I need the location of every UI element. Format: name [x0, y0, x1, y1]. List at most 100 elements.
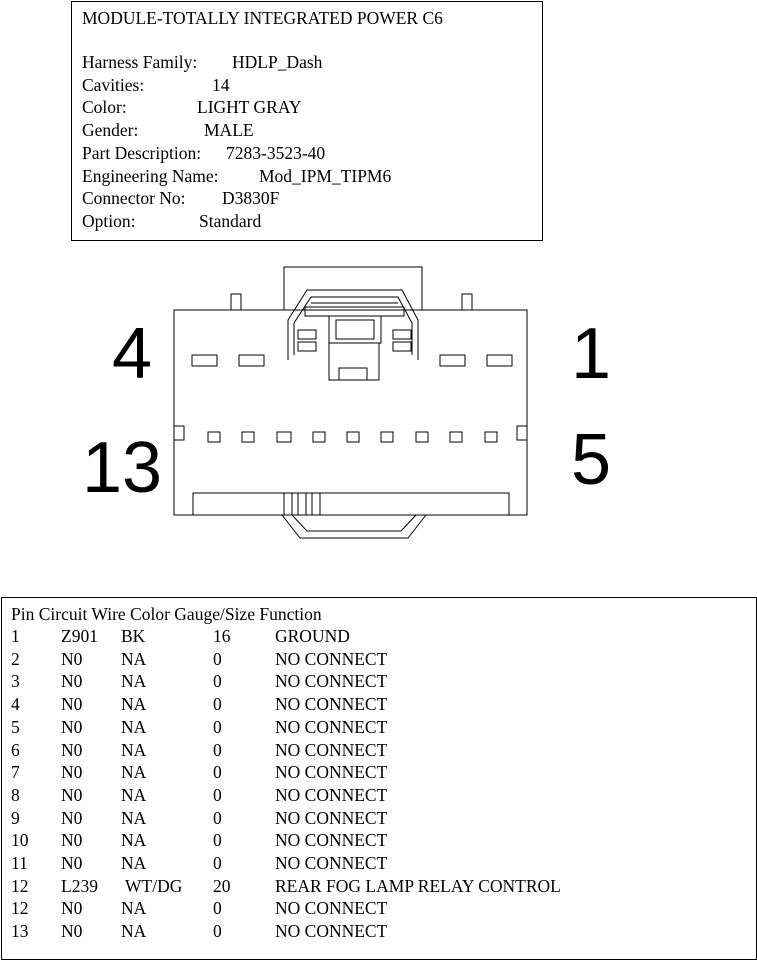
pin-gauge: 0 — [213, 830, 222, 851]
pin-gauge: 0 — [213, 648, 222, 669]
pin-wire-color: NA — [121, 898, 147, 919]
pin-wire-color: NA — [121, 671, 147, 692]
pin-number: 2 — [11, 648, 20, 669]
pin-function: NO CONNECT — [275, 739, 388, 760]
pin-cavity — [276, 431, 292, 443]
header-function: Function — [259, 604, 322, 624]
pin-number: 9 — [11, 807, 20, 828]
pin-function: NO CONNECT — [275, 694, 388, 715]
pin-function: REAR FOG LAMP RELAY CONTROL — [275, 875, 561, 896]
pin-label-top-left: 4 — [112, 314, 152, 394]
latch-side-left — [297, 329, 317, 340]
connector-field-label: Engineering Name: — [82, 165, 219, 186]
pin-circuit: N0 — [61, 739, 83, 760]
pin-wire-color: WT/DG — [125, 875, 183, 896]
connector-field-row: Gender: MALE — [82, 120, 254, 141]
pin-number: 3 — [11, 671, 20, 692]
top-tab-left — [230, 293, 242, 311]
connector-field-row: Cavities:14 — [82, 75, 230, 96]
connector-field-value: D3830F — [222, 188, 280, 209]
pin-table: Pin Circuit Wire Color Gauge/Size Functi… — [1, 597, 757, 960]
latch-side-right — [392, 329, 412, 340]
header-circuit: Circuit — [38, 604, 88, 624]
pin-function: NO CONNECT — [275, 671, 388, 692]
pin-gauge: 0 — [213, 853, 222, 873]
bottom-rib — [311, 492, 321, 516]
pin-function: NO CONNECT — [275, 716, 388, 737]
pin-circuit: N0 — [61, 671, 83, 692]
pin-number: 10 — [11, 830, 29, 851]
pin-gauge: 0 — [213, 716, 222, 737]
pin-label-top-right: 1 — [571, 314, 611, 394]
bottom-keel-inner — [291, 514, 417, 532]
pin-circuit: N0 — [61, 807, 83, 828]
pin-gauge: 0 — [213, 694, 222, 715]
pin-function: NO CONNECT — [275, 784, 388, 805]
top-tab-right — [461, 293, 473, 311]
pin-cavity — [346, 431, 360, 443]
pin-number: 12 — [11, 898, 29, 919]
latch-tower — [283, 266, 423, 310]
pin-slot — [486, 354, 513, 367]
connector-field-value: LIGHT GRAY — [197, 97, 302, 118]
pin-gauge: 0 — [213, 739, 222, 760]
pin-slot — [191, 354, 218, 367]
pin-slot — [238, 354, 265, 367]
connector-field-value: 14 — [212, 74, 230, 95]
pin-number: 13 — [11, 921, 29, 942]
latch-bar — [304, 306, 405, 317]
connector-field-row: Harness Family:HDLP_Dash — [82, 52, 322, 73]
connector-face-diagram: 4 1 13 5 — [82, 266, 611, 539]
pin-label-bottom-left: 13 — [82, 428, 162, 508]
pin-number: 4 — [11, 694, 20, 715]
pin-wire-color: NA — [121, 921, 147, 942]
pin-circuit: N0 — [61, 694, 83, 715]
connector-field-label: Gender: — [82, 120, 139, 141]
pin-number: 8 — [11, 784, 20, 805]
connector-field-row: Part Description:7283-3523-40 — [82, 142, 325, 164]
bottom-keel — [281, 514, 427, 539]
latch-window-inner — [335, 319, 375, 340]
connector-field-row: Connector No:D3830F — [82, 188, 279, 209]
pin-circuit: N0 — [61, 716, 83, 737]
pin-gauge: 0 — [213, 762, 222, 783]
pin-number: 11 — [11, 853, 28, 873]
pin-cavity — [484, 431, 498, 443]
pin-circuit: N0 — [61, 784, 83, 805]
connector-info-box: MODULE-TOTALLY INTEGRATED POWER C6 Harne… — [71, 1, 543, 241]
pin-gauge: 0 — [213, 671, 222, 692]
latch-side-right-2 — [392, 341, 412, 352]
pin-cavity — [449, 431, 463, 443]
latch-plate — [328, 342, 380, 381]
pin-function: NO CONNECT — [275, 853, 388, 873]
pin-label-bottom-right: 5 — [571, 420, 611, 500]
pin-gauge: 0 — [213, 898, 222, 919]
connector-field-value: Mod_IPM_TIPM6 — [259, 165, 392, 186]
side-key-right — [516, 425, 528, 441]
connector-field-label: Part Description: — [82, 142, 202, 163]
pin-number: 12 — [11, 875, 29, 896]
pin-wire-color: NA — [121, 853, 147, 873]
connector-field-label: Color: — [82, 97, 127, 118]
pin-gauge: 0 — [213, 807, 222, 828]
pin-function: NO CONNECT — [275, 898, 388, 919]
pin-wire-color: NA — [121, 739, 147, 760]
pin-wire-color: NA — [121, 807, 147, 828]
pin-cavity — [312, 431, 326, 443]
pin-function: NO CONNECT — [275, 830, 388, 851]
pin-number: 5 — [11, 716, 20, 737]
pin-wire-color: NA — [121, 784, 147, 805]
connector-field-row: Engineering Name: Mod_IPM_TIPM6 — [82, 165, 391, 187]
pin-function: NO CONNECT — [275, 921, 388, 942]
header-gauge: Gauge/Size — [174, 604, 255, 624]
pin-gauge: 0 — [213, 921, 222, 942]
bottom-rib — [283, 492, 293, 516]
header-pin: Pin — [11, 604, 35, 624]
pin-wire-color: NA — [121, 716, 147, 737]
pin-cavity — [241, 431, 255, 443]
connector-field-value: MALE — [204, 120, 254, 141]
pin-circuit: N0 — [61, 853, 83, 873]
connector-field-label: Harness Family: — [82, 52, 198, 72]
latch-frame-inner — [293, 296, 413, 355]
pin-circuit: N0 — [61, 762, 83, 783]
